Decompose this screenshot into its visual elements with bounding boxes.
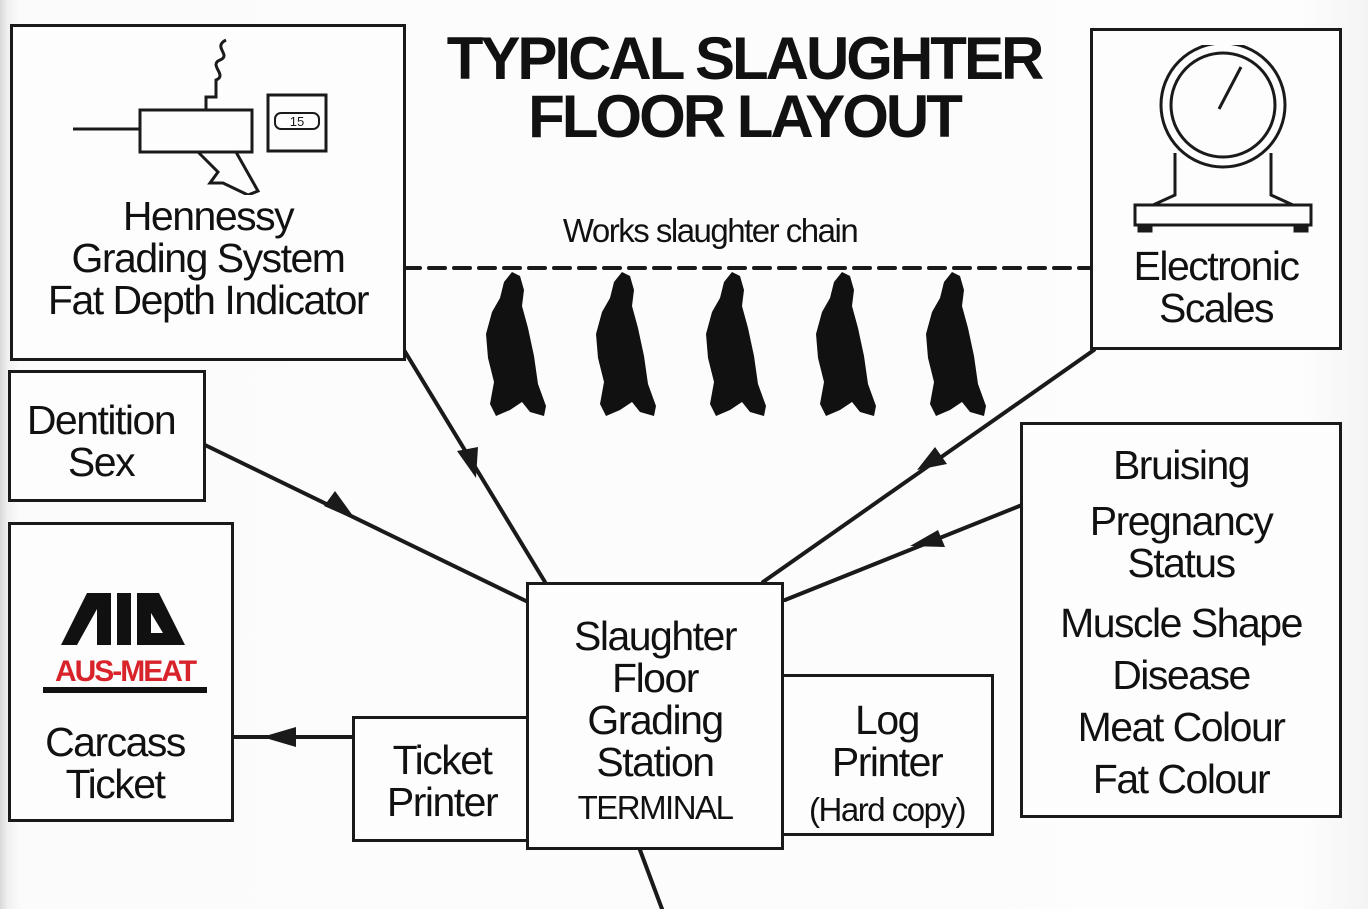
hennessy-line-3: Fat Depth Indicator [13,279,403,321]
hennessy-line-2: Grading System [13,237,403,279]
carcass-3 [706,272,766,416]
grading-station-label: Slaughter Floor Grading Station [529,615,781,783]
attr-muscle-shape: Muscle Shape [1023,603,1339,644]
attr-fat-colour: Fat Colour [1023,759,1339,800]
attr-status: Status [1023,543,1339,584]
title-line-2: FLOOR LAYOUT [404,88,1084,146]
attr-bruising: Bruising [1023,445,1339,486]
scales-box: Electronic Scales [1090,28,1342,350]
attr-pregnancy: Pregnancy [1023,501,1339,542]
log-printer-line-1: Log [783,699,991,741]
ausmeat-logo: AUS-MEAT [39,589,209,699]
station-line-1: Slaughter [529,615,781,657]
arrowhead-scales [917,447,947,470]
station-terminal-label: TERMINAL [529,791,781,824]
dentition-box: Dentition Sex [8,370,206,502]
dentition-line-1: Dentition [11,399,191,441]
attr-disease: Disease [1023,655,1339,696]
carcass-ticket-line-1: Carcass [11,721,219,763]
arrowhead-attributes [910,530,945,547]
ticket-printer-label: Ticket Printer [355,739,529,823]
scales-line-1: Electronic [1093,245,1339,287]
station-line-2: Floor [529,657,781,699]
carcass-4 [816,272,876,416]
scale-icon [1123,45,1323,245]
grading-station-box: Slaughter Floor Grading Station TERMINAL [526,582,784,850]
hennessy-label: Hennessy Grading System Fat Depth Indica… [13,195,403,321]
connector-dentition-station [205,445,528,602]
carcass-ticket-line-2: Ticket [11,763,219,805]
station-line-4: Station [529,741,781,783]
dentition-label: Dentition Sex [11,399,191,483]
carcass-1 [486,272,546,416]
carcass-ticket-label: Carcass Ticket [11,721,219,805]
carcass-row [470,268,990,418]
title-line-1: TYPICAL SLAUGHTER [404,30,1084,88]
ticket-printer-line-1: Ticket [355,739,529,781]
connector-station-down [640,850,662,909]
arrowhead-hennessy [457,447,478,478]
arrowhead-ticket [262,727,296,747]
ticket-printer-box: Ticket Printer [352,716,532,842]
attr-meat-colour: Meat Colour [1023,707,1339,748]
dentition-line-2: Sex [11,441,191,483]
diagram-title: TYPICAL SLAUGHTER FLOOR LAYOUT [404,30,1084,146]
carcass-5 [926,272,986,416]
carcass-2 [596,272,656,416]
hennessy-box: 15 Hennessy Grading System Fat Depth Ind… [10,24,406,361]
connector-attributes-station [785,505,1022,600]
scales-line-2: Scales [1093,287,1339,329]
log-printer-label: Log Printer [783,699,991,783]
log-printer-line-2: Printer [783,741,991,783]
arrowhead-dentition [324,491,356,520]
hennessy-line-1: Hennessy [13,195,403,237]
station-line-3: Grading [529,699,781,741]
probe-readout: 15 [290,114,304,129]
fat-probe-icon: 15 [68,35,398,195]
carcass-ticket-box: AUS-MEAT Carcass Ticket [8,522,234,822]
ausmeat-logo-text: AUS-MEAT [55,655,197,688]
scales-label: Electronic Scales [1093,245,1339,329]
ticket-printer-line-2: Printer [355,781,529,823]
attributes-box: Bruising Pregnancy Status Muscle Shape D… [1020,422,1342,818]
log-printer-line-3: (Hard copy) [783,793,991,826]
log-printer-box: Log Printer (Hard copy) [780,674,994,836]
chain-label: Works slaughter chain [540,214,880,247]
